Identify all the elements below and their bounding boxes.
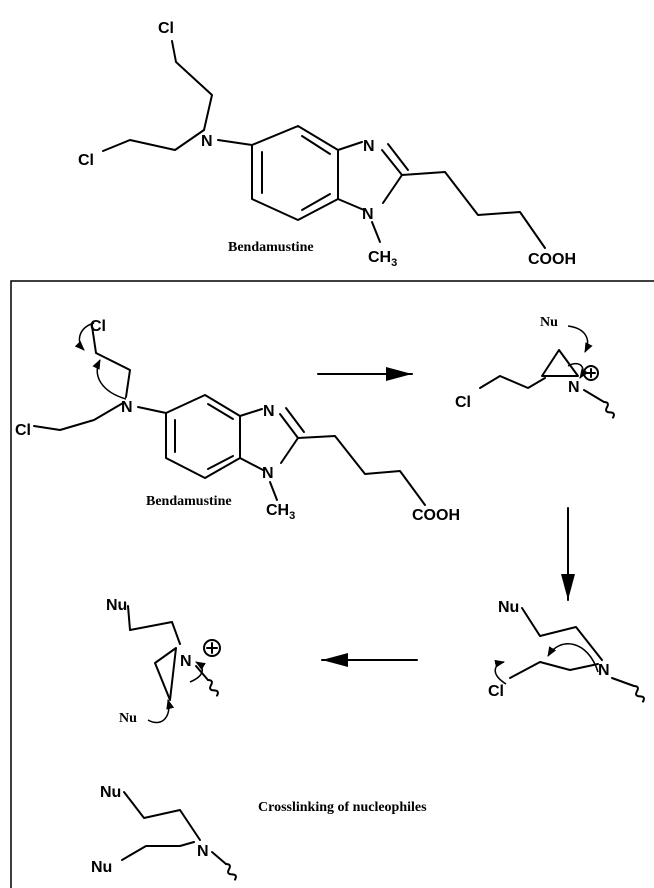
aziridinium-intermediate-2 [127,605,221,724]
atom-labels-product: Nu Nu N [91,784,209,876]
nucleophile-label: Nu [119,711,137,726]
crosslinked-product [121,791,237,881]
aziridinium-intermediate-1 [479,325,615,419]
methyl-group: CH3 [266,502,295,522]
atom-labels-mono: Nu Cl N [488,599,610,700]
chlorine-atom: Cl [90,318,106,335]
nitrogen-atom: N [598,662,610,679]
nitrogen-atom: N [197,843,209,860]
nucleophile-label: Nu [498,599,519,616]
methyl-group: CH3 [368,249,397,269]
crosslinking-caption: Crosslinking of nucleophiles [258,800,427,815]
nitrogen-atom: N [568,379,580,396]
chlorine-atom: Cl [78,152,94,169]
bendamustine-label: Bendamustine [228,240,314,255]
nucleophile-label: Nu [91,859,112,876]
nitrogen-atom: N [363,138,375,155]
nucleophile-label: Nu [540,315,558,330]
nitrogen-atom: N [121,399,133,416]
carboxyl-group: COOH [528,251,576,268]
atom-labels-top: Cl Cl N N N CH3 COOH Bendamustine [78,20,576,269]
nitrogen-atom: N [201,133,213,150]
nitrogen-atom: N [263,403,275,420]
chlorine-atom: Cl [455,394,471,411]
nucleophile-label: Nu [106,597,127,614]
mono-alkylated-intermediate [494,607,645,703]
carboxyl-group: COOH [412,507,460,524]
bendamustine-structure-top [102,40,546,249]
atom-labels-mechanism: Cl Cl N N N CH3 COOH Bendamustine [15,318,460,524]
nitrogen-atom: N [362,206,374,223]
atom-labels-intermediate-1: Nu Cl N [455,315,580,411]
bendamustine-label: Bendamustine [146,494,232,509]
nucleophile-label: Nu [100,784,121,801]
mechanism-frame [10,280,654,888]
chlorine-atom: Cl [488,683,504,700]
atom-labels-intermediate-2: Nu N Nu [106,597,192,726]
chlorine-atom: Cl [15,422,31,439]
bendamustine-structure-mechanism [33,322,426,506]
nitrogen-atom: N [262,465,274,482]
nitrogen-atom: N [180,653,192,670]
chlorine-atom: Cl [158,20,174,37]
